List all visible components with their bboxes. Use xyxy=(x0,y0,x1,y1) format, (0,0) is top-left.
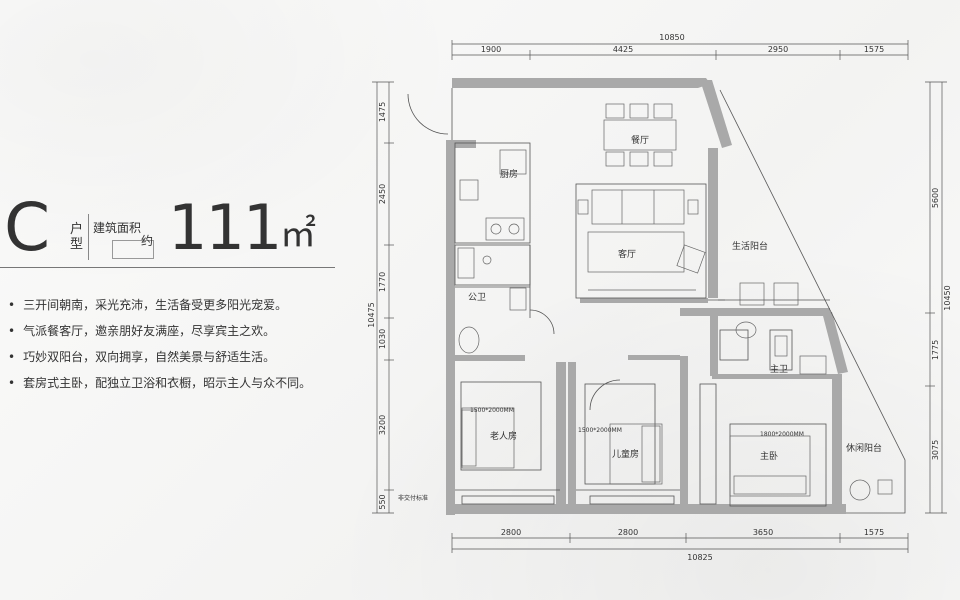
dim-right-1: 5600 xyxy=(931,188,940,208)
room-leisure-balcony: 休闲阳台 xyxy=(846,442,882,454)
title-divider xyxy=(88,214,89,260)
area-unit: ㎡ xyxy=(280,214,317,255)
dim-bottom-1: 2800 xyxy=(501,528,521,537)
dim-top-4: 1575 xyxy=(864,45,884,54)
dim-left-1: 1475 xyxy=(378,102,387,122)
public-bath-fixtures xyxy=(458,287,527,354)
area-label-frame xyxy=(112,240,154,259)
beds xyxy=(461,407,811,497)
area-label: 建筑面积 xyxy=(93,221,142,235)
bed-size-master: 1800*2000MM xyxy=(760,431,804,438)
room-elder: 老人房 xyxy=(490,430,517,442)
dim-top-3: 2950 xyxy=(768,45,788,54)
room-dining: 餐厅 xyxy=(631,134,649,146)
walls xyxy=(446,78,848,515)
dim-bottom-2: 2800 xyxy=(618,528,638,537)
feature-item: 巧妙双阳台，双向拥享，自然美景与舒适生活。 xyxy=(8,344,311,370)
room-master-bath: 主卫 xyxy=(770,363,788,375)
area-value: 111 xyxy=(168,191,282,264)
room-kitchen: 厨房 xyxy=(500,168,518,180)
sofa xyxy=(577,189,699,291)
balcony-fixtures xyxy=(739,282,893,501)
dim-right-2: 1775 xyxy=(931,340,940,360)
dim-top-1: 1900 xyxy=(481,45,501,54)
room-child: 儿童房 xyxy=(612,448,639,460)
area-approx: 约 xyxy=(141,234,154,248)
feature-item: 套房式主卧，配独立卫浴和衣橱，昭示主人与众不同。 xyxy=(8,370,311,396)
dim-top-total: 10850 xyxy=(659,33,684,42)
dim-right-3: 3075 xyxy=(931,440,940,460)
room-living: 客厅 xyxy=(618,248,636,260)
dim-left-6: 550 xyxy=(378,494,387,509)
bed-size-elder: 1500*2000MM xyxy=(470,407,514,414)
dim-bottom-3: 3650 xyxy=(753,528,773,537)
dim-left-4: 1030 xyxy=(378,329,387,349)
room-service-balcony: 生活阳台 xyxy=(732,240,768,252)
dim-left-total: 10475 xyxy=(367,302,376,327)
dim-bottom-4: 1575 xyxy=(864,528,884,537)
dim-left-2: 2450 xyxy=(378,184,387,204)
dim-right-total: 10450 xyxy=(943,285,952,310)
dim-top-2: 4425 xyxy=(613,45,633,54)
armchair xyxy=(676,244,706,274)
dining-table xyxy=(603,103,677,167)
dim-left-3: 1770 xyxy=(378,272,387,292)
unit-type-letter: C xyxy=(4,189,51,266)
non-delivery-note: 非交付标准 xyxy=(398,494,428,502)
master-bath-fixtures xyxy=(735,321,827,375)
kitchen-fixtures xyxy=(457,149,527,279)
plan-outlines xyxy=(407,88,906,514)
dim-bottom-total: 10825 xyxy=(687,553,712,562)
feature-item: 三开间朝南，采光充沛，生活备受更多阳光宠爱。 xyxy=(8,292,311,318)
title-underline xyxy=(0,267,335,268)
feature-list: 三开间朝南，采光充沛，生活备受更多阳光宠爱。 气派餐客厅，邀亲朋好友满座，尽享宾… xyxy=(8,292,311,396)
dimension-lines xyxy=(372,40,947,553)
dim-left-5: 3200 xyxy=(378,415,387,435)
room-master-bedroom: 主卧 xyxy=(760,450,778,462)
unit-type-label: 户型 xyxy=(70,222,84,252)
room-public-bath: 公卫 xyxy=(468,292,486,303)
feature-item: 气派餐客厅，邀亲朋好友满座，尽享宾主之欢。 xyxy=(8,318,311,344)
bed-size-child: 1500*2000MM xyxy=(578,427,622,434)
